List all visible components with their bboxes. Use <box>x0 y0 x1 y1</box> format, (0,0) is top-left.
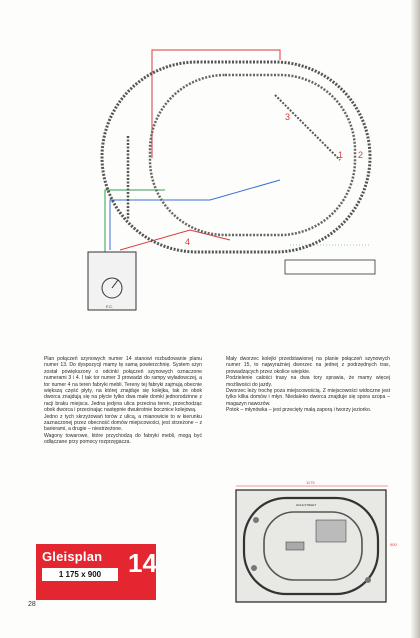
track-label-1: 1 <box>338 150 343 160</box>
tree <box>251 565 257 571</box>
plan-label-box: Gleisplan 14 1 175 x 900 <box>36 544 157 600</box>
track-label-4: 4 <box>185 237 190 247</box>
width-label: 1175 <box>306 480 315 485</box>
control-box <box>87 251 137 311</box>
wire-blue <box>109 179 281 250</box>
paragraph: Dworzec leży trochę poza miejscowością. … <box>226 388 390 407</box>
siding-track-2 <box>274 94 341 161</box>
wire-green <box>104 189 165 255</box>
plan-size: 1 175 x 900 <box>42 568 118 581</box>
inner-track <box>148 73 357 237</box>
control-knob <box>101 277 123 299</box>
paragraph: Wagony towarowe, które przychodzą do fab… <box>44 432 202 446</box>
paragraph: Mały dworzec kolejki przedstawionej na p… <box>226 356 390 375</box>
track-wiring-diagram: 1 2 3 4 F.C. <box>87 49 376 311</box>
outer-track <box>100 60 372 254</box>
outer-track <box>242 496 380 596</box>
track-label-3: 3 <box>285 112 290 122</box>
page-number: 28 <box>28 601 36 608</box>
building-label: HOHLSTREET <box>296 503 316 507</box>
tree <box>253 517 259 523</box>
inner-track <box>263 511 363 581</box>
control-knob-pointer <box>111 279 119 289</box>
plan-number: 14 <box>128 548 157 578</box>
control-label: F.C. <box>106 304 113 309</box>
paragraph: Potok – młynówka – jest przecięty małą z… <box>226 407 372 414</box>
text-column-right: Mały dworzec kolejki przedstawionej na p… <box>226 356 390 414</box>
height-label: 900 <box>390 542 397 547</box>
page-binding-shadow <box>410 0 420 638</box>
paragraph: Jedno z tych skrzyżowań torów z ulicą, a… <box>44 413 202 433</box>
layout-plan-diagram: 1175 900 HOHLSTREET <box>235 480 397 603</box>
paragraph: Plan połączeń szynowych numer 14 stanowi… <box>44 356 202 414</box>
paragraph: Podzielenie całości trasy na dwa tory sp… <box>226 375 390 388</box>
wire-red-2 <box>119 229 231 251</box>
wire-red <box>151 49 281 158</box>
track-label-2: 2 <box>358 150 363 160</box>
baseboard <box>235 489 387 603</box>
plan-title: Gleisplan <box>42 549 103 564</box>
station-building <box>285 541 305 551</box>
tree <box>365 577 371 583</box>
text-column-left: Plan połączeń szynowych numer 14 stanowi… <box>44 356 202 446</box>
factory-building <box>315 519 347 543</box>
terminal-strip <box>284 259 376 275</box>
